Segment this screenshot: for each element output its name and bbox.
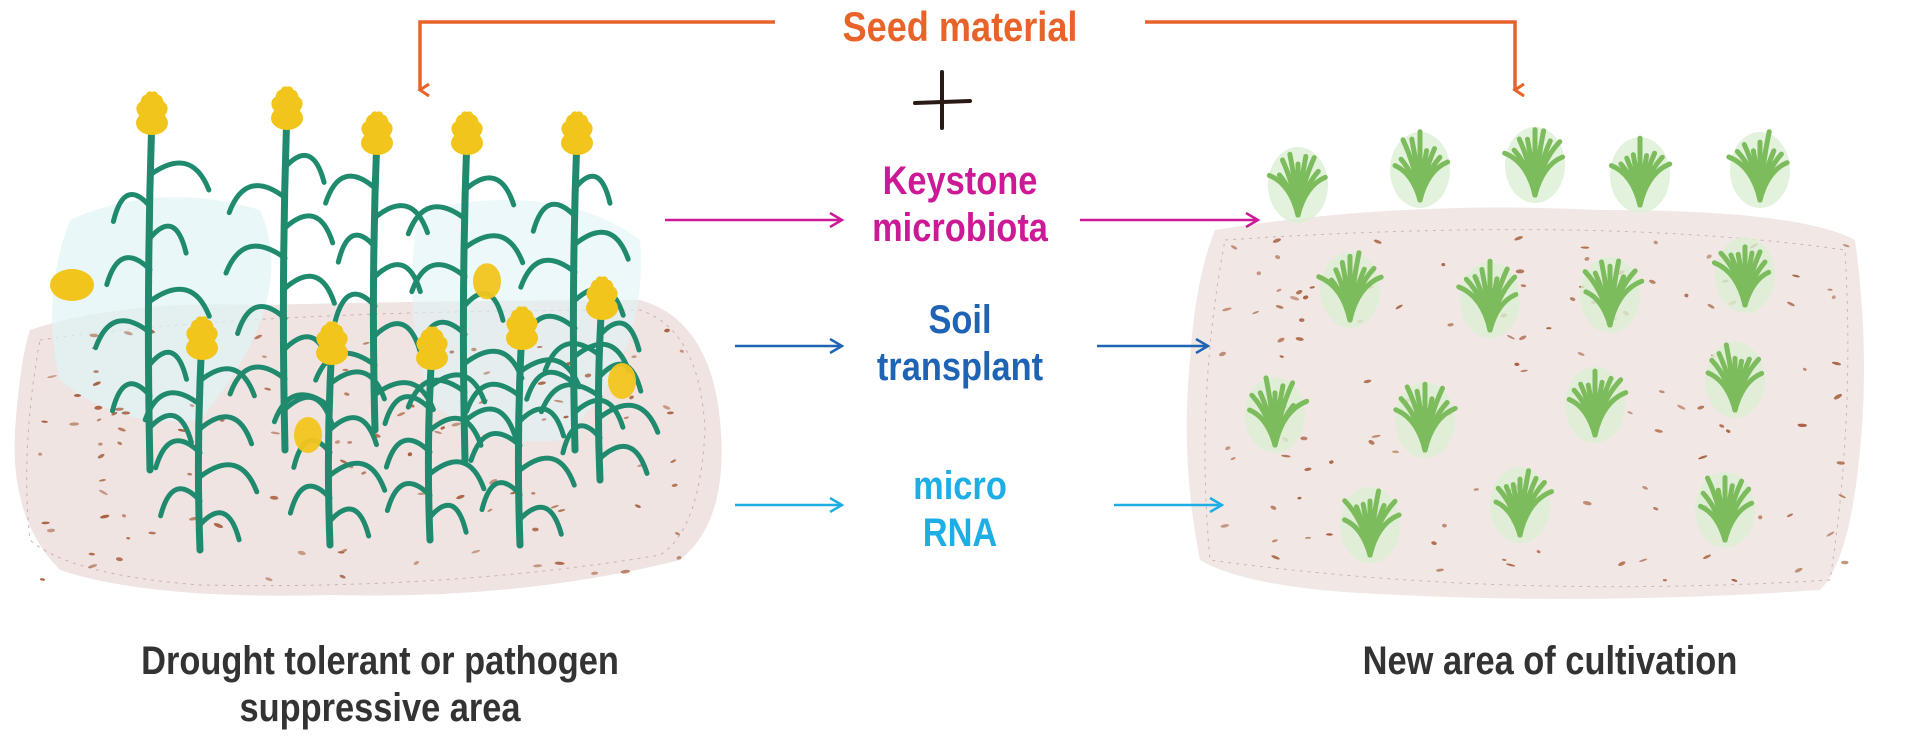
soil-line2: transplant bbox=[876, 345, 1044, 390]
left-soil-specks bbox=[38, 328, 684, 582]
right-soil-specks bbox=[1219, 236, 1850, 582]
keystone-microbiota-label: Keystone microbiota bbox=[788, 158, 1132, 252]
mirna-line1: micro bbox=[913, 464, 1007, 508]
seedling-icon bbox=[1266, 147, 1328, 223]
seed-arrow-right bbox=[1145, 20, 1515, 90]
corn-plant-icon bbox=[142, 316, 260, 554]
seedling-icon bbox=[1502, 127, 1566, 203]
source-caption-line1: Drought tolerant or pathogen bbox=[141, 639, 619, 683]
target-area-caption: New area of cultivation bbox=[1318, 638, 1782, 685]
seedling-icon bbox=[1390, 129, 1451, 208]
seedling-icon bbox=[1580, 257, 1645, 333]
seedling-icon bbox=[1726, 129, 1790, 208]
corn-plant-icon bbox=[538, 276, 661, 484]
source-area-caption: Drought tolerant or pathogen suppressive… bbox=[122, 638, 638, 732]
mirna-line2: RNA bbox=[922, 511, 998, 556]
seed-arrow-left bbox=[420, 20, 775, 90]
corn-field bbox=[50, 86, 661, 554]
target-caption: New area of cultivation bbox=[1362, 639, 1738, 683]
seedling-icon bbox=[1711, 237, 1775, 313]
seedling-icon bbox=[1490, 467, 1554, 543]
seedling-icon bbox=[1245, 375, 1310, 453]
seedling-field bbox=[1245, 127, 1790, 563]
corn-plant-icon bbox=[313, 111, 436, 434]
soil-transplant-label: Soil transplant bbox=[788, 297, 1132, 391]
seedling-icon bbox=[1316, 250, 1384, 328]
corn-plant-icon bbox=[271, 321, 388, 549]
soil-line1: Soil bbox=[928, 298, 992, 342]
corn-ear-icon bbox=[50, 269, 94, 301]
corn-plant-icon bbox=[464, 306, 582, 549]
keystone-line2: microbiota bbox=[872, 206, 1048, 251]
seedling-icon bbox=[1456, 258, 1520, 338]
seedling-icon bbox=[1705, 342, 1765, 418]
seed-material-label: Seed material bbox=[788, 2, 1132, 52]
corn-plant-icon bbox=[382, 326, 488, 544]
micro-rna-label: micro RNA bbox=[788, 463, 1132, 557]
seed-material-text: Seed material bbox=[842, 3, 1078, 50]
seedling-icon bbox=[1695, 472, 1755, 548]
source-caption-line2: suppressive area bbox=[239, 686, 521, 731]
seedling-icon bbox=[1608, 135, 1673, 213]
seedling-icon bbox=[1340, 487, 1402, 563]
seedling-icon bbox=[1393, 381, 1458, 458]
corn-plant-icon bbox=[93, 91, 212, 474]
plus-icon bbox=[913, 70, 972, 130]
keystone-line1: Keystone bbox=[882, 159, 1038, 203]
seedling-icon bbox=[1565, 367, 1629, 443]
